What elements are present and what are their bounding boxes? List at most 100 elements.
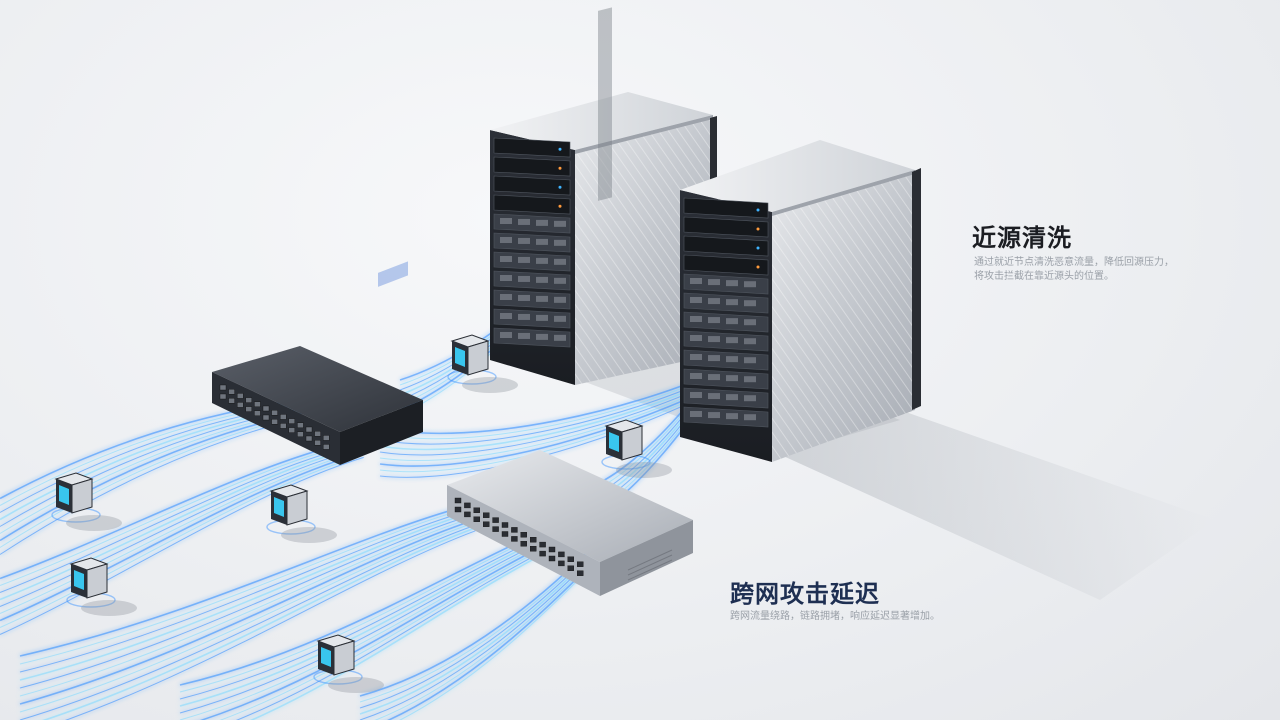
status-led	[756, 227, 760, 231]
data-stream-icon	[179, 542, 540, 714]
caption-line: 通过就近节点清洗恶意流量，降低回源压力，	[974, 257, 1174, 268]
data-stream-icon	[359, 554, 588, 703]
switch-port	[228, 398, 235, 404]
rack-port	[500, 313, 512, 319]
switch-port	[323, 435, 330, 441]
rack-slot	[493, 308, 571, 329]
switch-port	[288, 427, 295, 433]
status-led	[558, 204, 562, 208]
switch-port	[262, 414, 270, 421]
switch-port	[245, 406, 253, 412]
server-tower-icon	[680, 140, 921, 462]
data-stream-icon	[19, 525, 474, 720]
data-stream-icon	[179, 536, 537, 693]
rack-port	[518, 294, 530, 301]
rack-slot	[683, 235, 769, 257]
rack-slot	[493, 251, 571, 272]
endpoint-node-group	[51, 334, 672, 693]
rack-port	[554, 296, 566, 303]
switch-port	[219, 384, 227, 391]
cross-network-title: 跨网攻击延迟	[730, 580, 880, 608]
data-stream-icon	[19, 515, 469, 689]
rack-port	[536, 333, 548, 340]
rack-slot	[683, 216, 769, 238]
rack-port	[690, 335, 702, 341]
switch-port	[219, 393, 227, 400]
rack-port	[726, 394, 738, 401]
rack-port	[554, 239, 566, 246]
server-rack-slots	[493, 137, 571, 348]
data-stream-icon	[0, 414, 303, 548]
rack-port	[708, 412, 720, 419]
network-switch-icon	[447, 450, 693, 596]
switch-port	[280, 423, 287, 429]
switch-port	[254, 401, 261, 407]
rack-port	[536, 295, 548, 302]
switch-port	[501, 522, 509, 528]
data-stream-icon	[179, 538, 538, 700]
switch-port	[501, 531, 509, 537]
switch-ports	[219, 384, 330, 450]
rack-port	[554, 258, 566, 265]
data-stream-icon	[19, 518, 470, 697]
switch-port	[483, 521, 490, 527]
switch-port	[473, 516, 480, 522]
switch-port	[577, 570, 584, 576]
status-led	[558, 147, 562, 151]
data-stream-icon	[0, 448, 360, 607]
rack-port	[518, 237, 530, 244]
switch-ports	[454, 497, 584, 576]
data-stream-icon	[0, 454, 363, 628]
data-stream-icon	[0, 408, 300, 527]
switch-port	[454, 506, 462, 513]
rack-port	[708, 317, 720, 324]
rack-port	[690, 354, 702, 360]
rack-port	[726, 299, 738, 306]
rack-port	[518, 218, 530, 225]
rack-port	[690, 392, 702, 398]
switch-port	[511, 536, 518, 542]
rack-port	[726, 356, 738, 363]
endpoint-node-icon	[447, 334, 518, 393]
switch-port	[280, 414, 287, 420]
rack-port	[554, 334, 566, 341]
switch-port	[577, 561, 584, 567]
rack-port	[500, 294, 512, 300]
data-stream-icon	[19, 506, 464, 657]
switch-port	[539, 541, 546, 548]
switch-port	[520, 541, 527, 547]
data-stream-icon	[179, 533, 536, 686]
switch-port	[297, 431, 304, 437]
rack-port	[708, 374, 720, 381]
data-stream-icon	[19, 508, 465, 665]
data-stream-icon	[0, 450, 361, 614]
data-stream-icon	[0, 439, 356, 580]
rack-slot	[493, 137, 571, 158]
rack-port	[500, 218, 512, 224]
rack-port	[744, 376, 756, 383]
cast-shadow	[770, 410, 1215, 600]
switch-port	[548, 555, 556, 562]
rack-slot	[493, 175, 571, 196]
switch-port	[567, 565, 574, 571]
switch-port	[305, 426, 313, 433]
status-led	[756, 246, 760, 250]
switch-port	[464, 502, 471, 509]
switch-port	[262, 405, 270, 412]
switch-port	[530, 537, 537, 543]
switch-port	[236, 393, 244, 399]
rack-port	[726, 337, 738, 344]
data-stream-icon	[42, 527, 475, 720]
switch-port	[464, 511, 471, 518]
rack-port	[708, 298, 720, 305]
near-source-title: 近源清洗	[972, 224, 1072, 252]
rack-port	[744, 300, 756, 307]
rack-port	[690, 297, 702, 303]
data-stream-icon	[359, 557, 590, 715]
switch-port	[236, 402, 244, 408]
switch-port	[271, 419, 278, 425]
rack-slot	[493, 232, 571, 253]
status-led	[756, 208, 760, 212]
switch-port	[511, 527, 518, 533]
rack-port	[690, 373, 702, 379]
